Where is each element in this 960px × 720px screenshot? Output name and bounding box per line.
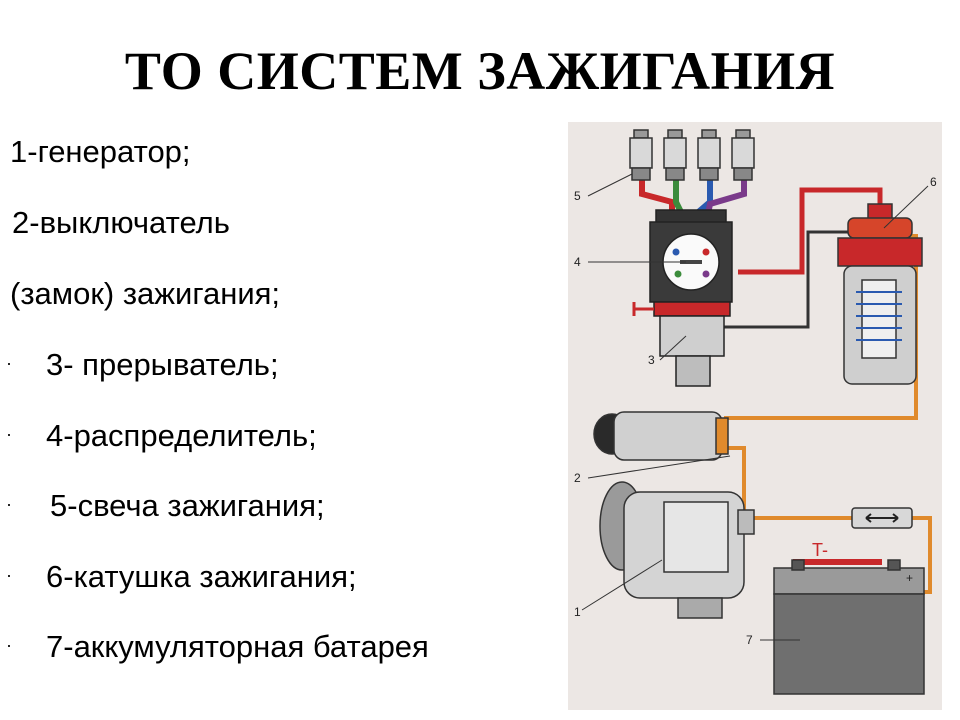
item-ignition-switch: 2-выключатель xyxy=(12,205,230,240)
callout-3: 3 xyxy=(648,353,655,367)
bullet-5: · xyxy=(6,494,12,514)
ht-wire xyxy=(738,187,883,275)
plug-wires xyxy=(639,177,747,217)
battery xyxy=(773,559,925,695)
callout-1: 1 xyxy=(574,605,581,619)
item-ignition-coil: 6-катушка зажигания; xyxy=(46,559,357,594)
bullet-3: · xyxy=(6,353,12,373)
item-battery: 7-аккумуляторная батарея xyxy=(46,629,429,664)
fuse xyxy=(851,507,913,529)
item-spark-plug: 5-свеча зажигания; xyxy=(50,488,325,523)
item-distributor: 4-распределитель; xyxy=(46,418,317,453)
bullet-6: · xyxy=(6,565,12,585)
lv-wire xyxy=(723,230,860,329)
ignition-system-diagram: T- + 5 4 3 2 1 6 7 xyxy=(568,122,942,710)
ignition-switch xyxy=(593,411,729,461)
generator xyxy=(599,481,755,619)
item-breaker: 3- прерыватель; xyxy=(46,347,279,382)
slide-title: ТО СИСТЕМ ЗАЖИГАНИЯ xyxy=(124,41,836,101)
callout-2: 2 xyxy=(574,471,581,485)
bullet-4: · xyxy=(6,424,12,444)
battery-minus-label: T- xyxy=(812,540,828,560)
callout-7: 7 xyxy=(746,633,753,647)
item-generator: 1-генератор; xyxy=(10,134,191,169)
callout-5: 5 xyxy=(574,189,581,203)
spark-plug-2 xyxy=(663,129,687,181)
callout-6: 6 xyxy=(930,175,937,189)
vacuum-stub xyxy=(632,302,654,316)
spark-plugs xyxy=(629,129,755,181)
spark-plug-4 xyxy=(731,129,755,181)
spark-plug-1 xyxy=(629,129,653,181)
bullet-7: · xyxy=(6,635,12,655)
battery-plus-label: + xyxy=(906,571,913,585)
ignition-coil xyxy=(837,203,923,385)
callout-4: 4 xyxy=(574,255,581,269)
spark-plug-3 xyxy=(697,129,721,181)
callout-leaders xyxy=(581,173,929,641)
item-ignition-lock: (замок) зажигания; xyxy=(10,276,281,311)
